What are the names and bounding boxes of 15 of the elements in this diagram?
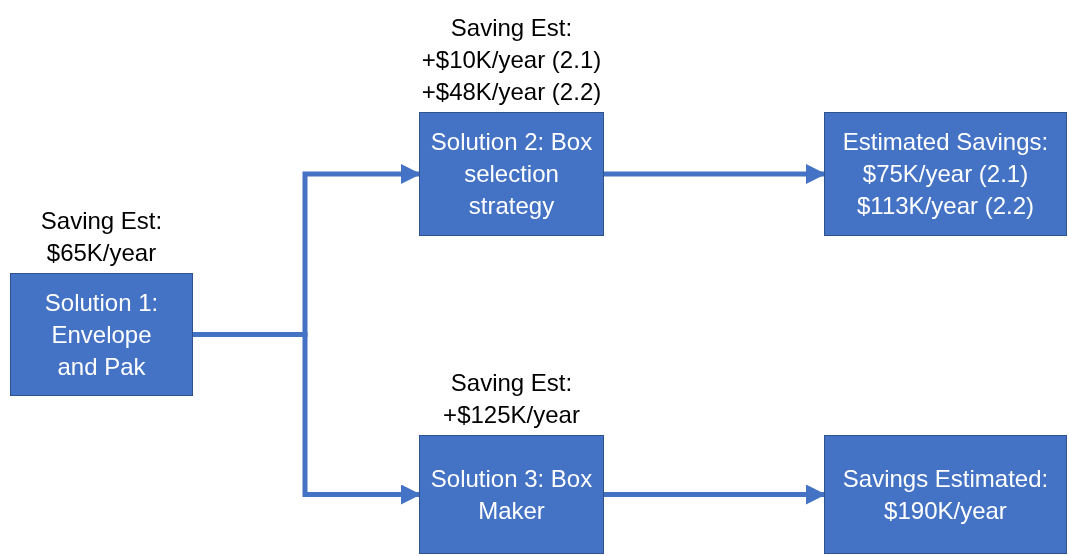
box-label: Solution 2: Box selection strategy (429, 127, 594, 221)
arrow (604, 484, 826, 505)
box-label: Savings Estimated: $190K/year (841, 463, 1050, 526)
process-box (419, 112, 604, 236)
process-box (10, 273, 193, 396)
box-label: Estimated Savings: $75K/year (2.1) $113K/year (2.2) (841, 127, 1050, 221)
annotation-text: Saving Est: +$125K/year (442, 368, 581, 430)
box-label: Solution 1: Envelope and Pak (43, 287, 160, 382)
annotation-text: Saving Est: $65K/year (39, 206, 164, 268)
process-box (824, 435, 1067, 554)
box-label: Solution 3: Box Maker (429, 463, 594, 526)
process-box (824, 112, 1067, 236)
annotation-text: Saving Est: +$10K/year (2.1) +$48K/year (2.2) (420, 13, 603, 107)
process-box (419, 435, 604, 554)
arrow (604, 164, 826, 184)
